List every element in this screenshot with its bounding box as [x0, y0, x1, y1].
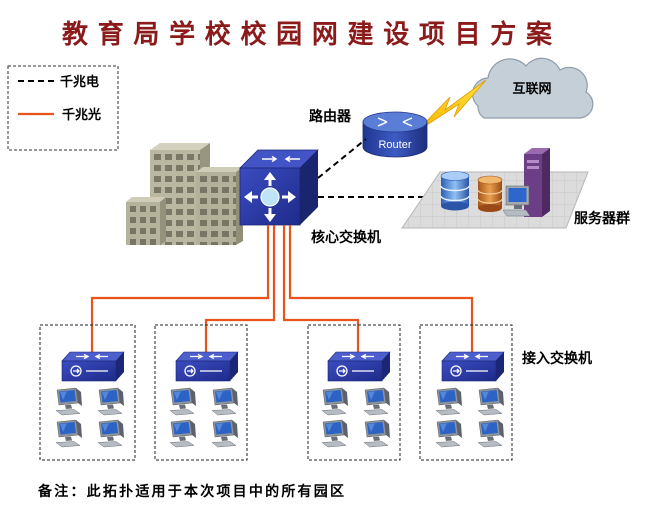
core-switch-icon	[239, 149, 319, 226]
access-switch-icon	[327, 351, 391, 382]
access-switch-icon	[61, 351, 125, 382]
link-core-access-3	[282, 225, 360, 352]
computer-icon	[55, 419, 83, 448]
page-title: 教育局学校校园网建设项目方案	[62, 19, 553, 50]
computer-icon	[435, 387, 463, 416]
legend-label-copper: 千兆电	[60, 74, 99, 90]
server-rack-icon	[401, 148, 589, 229]
computer-icon	[211, 387, 239, 416]
router-label: 路由器	[309, 108, 352, 125]
legend: 千兆电 千兆光	[7, 65, 119, 151]
access-zone	[419, 324, 513, 461]
computer-icon	[211, 419, 239, 448]
computer-icon	[55, 387, 83, 416]
computer-icon	[363, 387, 391, 416]
cloud-icon	[471, 57, 594, 119]
footer-note: 备注：此拓扑适用于本次项目中的所有园区	[37, 483, 344, 500]
computer-icon	[435, 419, 463, 448]
access-switch-icon	[441, 351, 505, 382]
computer-icon	[169, 387, 197, 416]
legend-label-fiber: 千兆光	[62, 107, 101, 123]
computer-icon	[321, 387, 349, 416]
core-switch-label: 核心交换机	[311, 229, 381, 246]
computer-icon	[97, 387, 125, 416]
link-core-router	[317, 138, 367, 179]
internet-label: 互联网	[512, 82, 551, 97]
server-group-label: 服务器群	[574, 210, 630, 227]
computer-icon	[97, 419, 125, 448]
router-badge: Router	[378, 139, 411, 151]
access-zone	[154, 324, 248, 461]
access-switch-label: 接入交换机	[522, 350, 592, 367]
computer-icon	[169, 419, 197, 448]
access-switch-icon	[175, 351, 239, 382]
access-zone	[307, 324, 401, 461]
wan-link-icon	[415, 79, 487, 133]
access-zone	[39, 324, 136, 461]
computer-icon	[477, 387, 505, 416]
link-core-access-2	[204, 225, 276, 352]
building-icon	[126, 143, 243, 245]
computer-icon	[363, 419, 391, 448]
router-icon: Router	[362, 111, 428, 158]
computer-icon	[477, 419, 505, 448]
computer-icon	[321, 419, 349, 448]
